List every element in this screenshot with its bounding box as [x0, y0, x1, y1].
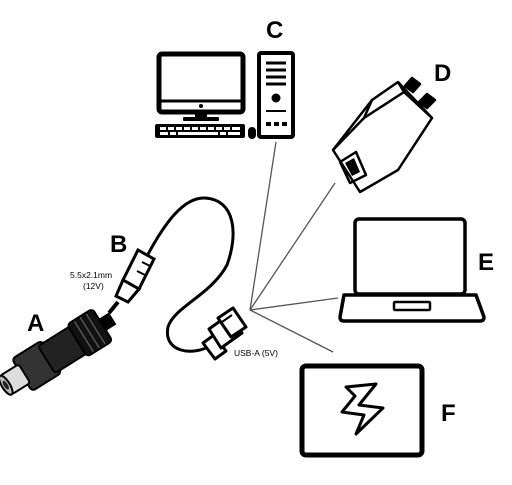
- connection-lines: [249, 141, 339, 353]
- usb-a-plug: [201, 306, 248, 361]
- laptop-icon: [338, 217, 486, 323]
- usb-cable: [107, 196, 248, 361]
- barrel-strain-relief: [107, 247, 156, 315]
- barrel-connector-icon: [0, 309, 117, 396]
- label-c: C: [266, 17, 283, 44]
- label-a: A: [27, 310, 44, 337]
- line-to-powerbank: [249, 309, 334, 353]
- desktop-computer-icon: [155, 51, 295, 139]
- barrel-spec-line1: 5.5x2.1mm: [70, 270, 112, 280]
- label-d: D: [434, 60, 451, 87]
- usb-spec-label: USB-A (5V): [234, 348, 278, 358]
- line-to-laptop: [249, 297, 339, 311]
- barrel-spec-line2: (12V): [83, 281, 104, 291]
- label-b: B: [110, 231, 127, 258]
- power-bank-icon: [299, 363, 425, 458]
- label-e: E: [478, 249, 494, 276]
- label-f: F: [441, 400, 456, 427]
- line-to-charger: [249, 182, 336, 311]
- line-to-desktop: [249, 141, 277, 311]
- wall-charger-icon: [331, 76, 437, 194]
